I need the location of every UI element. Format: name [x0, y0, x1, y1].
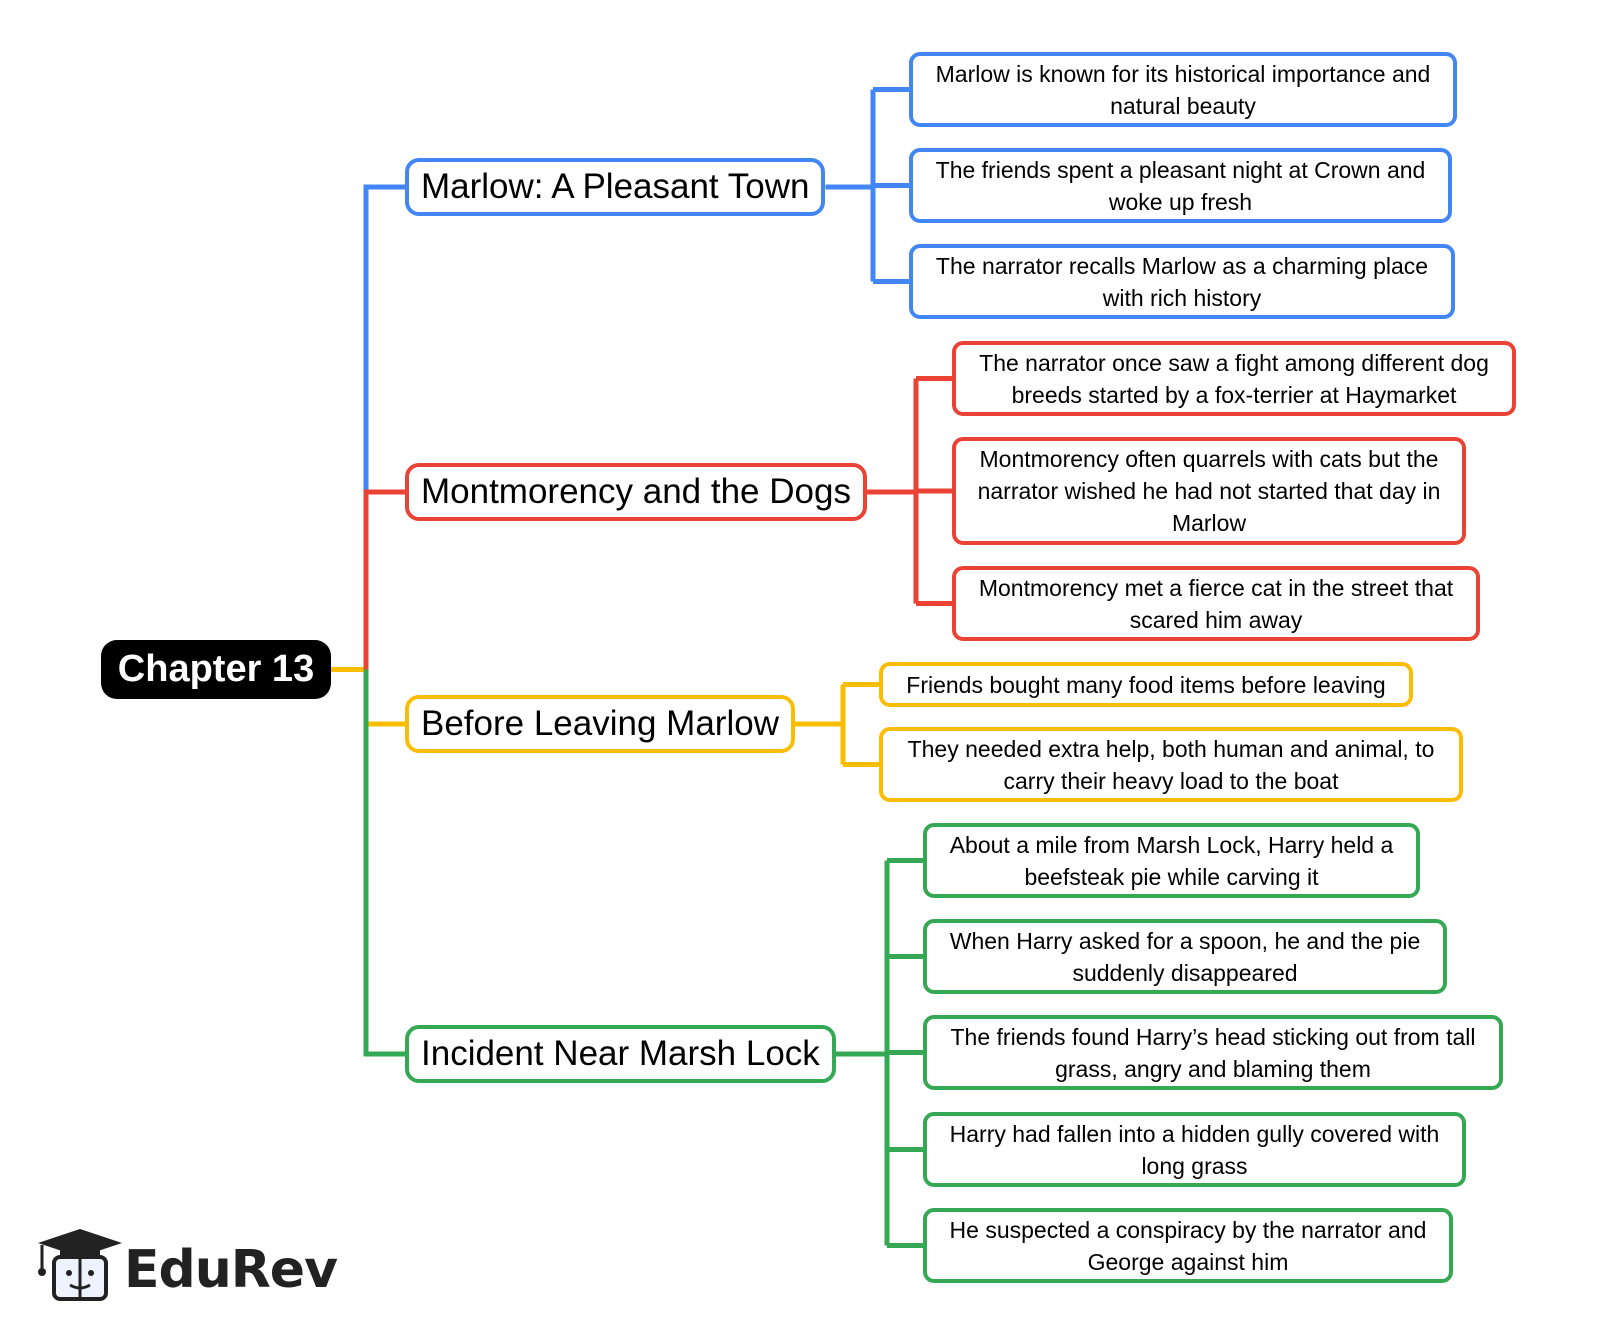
connector-line	[363, 669, 405, 1057]
root-node: Chapter 13	[101, 640, 331, 699]
leaf-montmorency-3: Montmorency met a fierce cat in the stre…	[952, 566, 1480, 641]
graduation-cap-book-icon	[38, 1229, 122, 1301]
leaf-marlow-3: The narrator recalls Marlow as a charmin…	[909, 244, 1455, 319]
branch-before-leaving-marlow: Before Leaving Marlow	[405, 695, 795, 753]
leaf-marlow-1: Marlow is known for its historical impor…	[909, 52, 1457, 127]
leaf-marsh-lock-2: When Harry asked for a spoon, he and the…	[923, 919, 1447, 994]
connector-line	[363, 489, 405, 670]
edurev-logo-text: EduRev	[124, 1240, 338, 1300]
leaf-before-leaving-1: Friends bought many food items before le…	[879, 662, 1413, 707]
leaf-marsh-lock-5: He suspected a conspiracy by the narrato…	[923, 1208, 1453, 1283]
leaf-montmorency-1: The narrator once saw a fight among diff…	[952, 341, 1516, 416]
leaf-before-leaving-2: They needed extra help, both human and a…	[879, 727, 1463, 802]
branch-incident-marsh-lock: Incident Near Marsh Lock	[405, 1025, 836, 1083]
branch-montmorency-dogs: Montmorency and the Dogs	[405, 463, 867, 521]
leaf-marsh-lock-1: About a mile from Marsh Lock, Harry held…	[923, 823, 1420, 898]
leaf-marsh-lock-4: Harry had fallen into a hidden gully cov…	[923, 1112, 1466, 1187]
leaf-marlow-2: The friends spent a pleasant night at Cr…	[909, 148, 1452, 223]
branch-marlow-pleasant-town: Marlow: A Pleasant Town	[405, 158, 826, 216]
leaf-marsh-lock-3: The friends found Harry’s head sticking …	[923, 1015, 1503, 1090]
connector-line	[363, 669, 405, 727]
leaf-montmorency-2: Montmorency often quarrels with cats but…	[952, 437, 1466, 545]
connector-line	[363, 184, 405, 670]
